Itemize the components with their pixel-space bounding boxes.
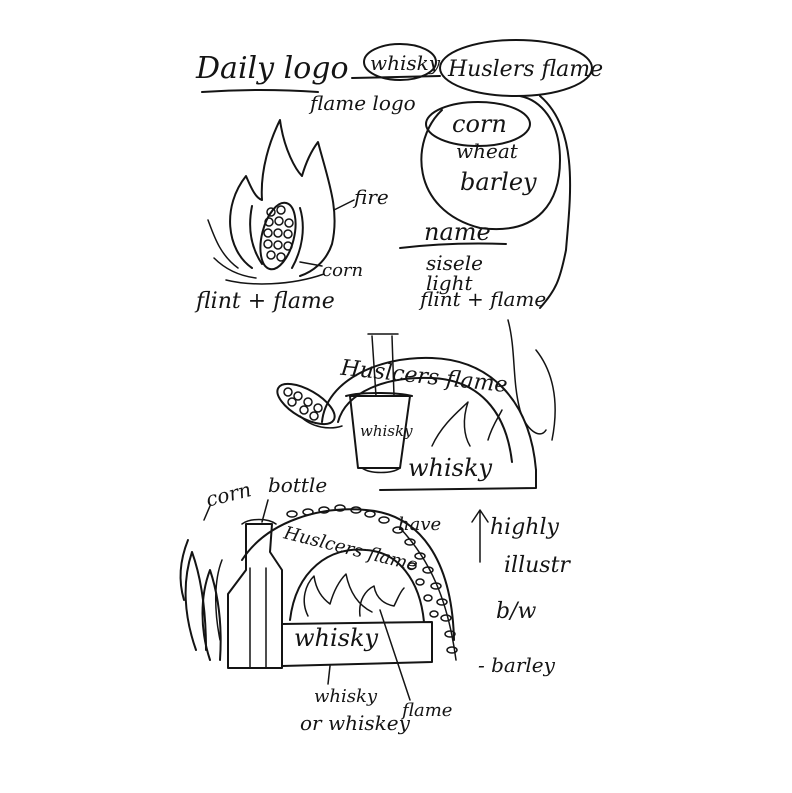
side-note-3: b/w (496, 599, 536, 624)
corn-oval (425, 101, 531, 147)
flame-logo-label: flame logo (308, 91, 416, 115)
whisky-note-pointer (327, 665, 331, 685)
whisky-oval (363, 43, 437, 81)
grain-barley: barley (460, 168, 537, 196)
whiskey-note: or whiskey (300, 711, 411, 735)
brand-oval (439, 39, 593, 97)
side-note-2: illustr (504, 553, 571, 578)
bottle-pointer (261, 499, 269, 523)
corn-side-label: corn (203, 477, 253, 511)
flame-note: flame (400, 700, 452, 721)
glass-arch-logo (276, 319, 556, 491)
side-note-4: - barley (478, 653, 556, 677)
whisky-note: whisky (314, 686, 378, 707)
highly-arrow (471, 509, 489, 563)
flint-flame-caption: flint + flame (194, 289, 335, 314)
corn-cob (259, 201, 297, 271)
whisky-underline (351, 75, 441, 79)
bottle-arch-logo (179, 504, 458, 669)
brand-oval-text: Huslers flame (447, 57, 603, 82)
base-text-three: whisky (294, 624, 379, 652)
name-option-1: sisele (426, 251, 483, 275)
whisky-oval-text: whisky (370, 51, 441, 75)
daily-logo-underline (201, 89, 319, 93)
flame-note-pointer (379, 609, 411, 701)
grain-loop (420, 95, 561, 231)
glass-text: whisky (360, 422, 413, 440)
name-option-2: light (426, 271, 473, 295)
grain-corn: corn (452, 110, 507, 138)
grain-wheat: wheat (456, 139, 519, 163)
corn-label: corn (322, 260, 363, 281)
side-note-1: highly (490, 515, 559, 540)
fire-label: fire (352, 185, 389, 209)
corn-pointer (299, 261, 323, 267)
flame-corn-logo (207, 119, 336, 285)
corn-side-line (203, 505, 211, 521)
grain-note: have (398, 514, 441, 535)
base-text-two: whisky (408, 454, 493, 482)
name-underline (399, 242, 507, 249)
name-heading: name (424, 218, 491, 246)
bottle-label: bottle (268, 473, 327, 497)
brand-connector (539, 95, 572, 309)
fire-pointer (333, 199, 355, 211)
daily-logo-title: Daily logo (195, 51, 349, 86)
name-option-3: flint + flame (418, 287, 546, 311)
